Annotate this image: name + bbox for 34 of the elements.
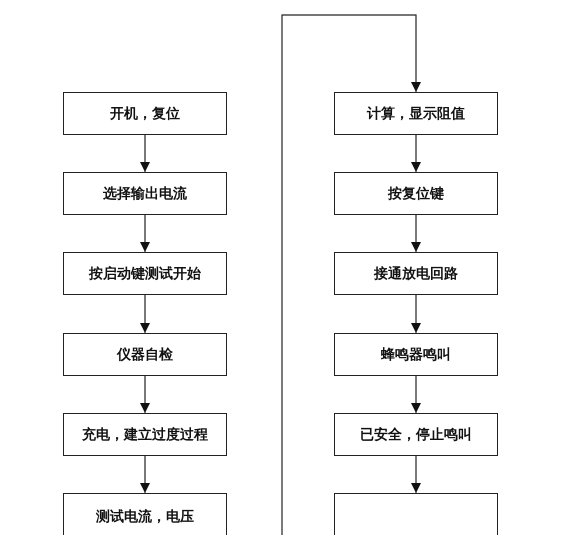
step-text: 开机，复位 <box>110 104 180 122</box>
step-text: 充电，建立过度过程 <box>82 426 208 444</box>
step-text: 按复位键 <box>388 184 444 202</box>
step-text: 按启动键测试开始 <box>89 264 201 282</box>
arrow <box>140 295 150 333</box>
process-box <box>63 333 227 376</box>
step-text: 测试电流，电压 <box>96 508 194 526</box>
arrow <box>411 456 421 493</box>
process-box <box>334 333 498 376</box>
arrow <box>140 215 150 252</box>
arrow <box>411 295 421 333</box>
process-box <box>334 252 498 295</box>
arrow <box>411 376 421 413</box>
arrow <box>140 135 150 172</box>
step-text: 选择输出电流 <box>103 184 187 202</box>
arrow <box>140 456 150 493</box>
step-text: 蜂鸣器鸣叫 <box>381 346 451 364</box>
step-text: 已安全，停止鸣叫 <box>360 426 472 444</box>
process-box <box>334 92 498 135</box>
step-text: 仪器自检 <box>117 346 173 364</box>
process-box <box>63 172 227 215</box>
process-box <box>334 172 498 215</box>
arrow <box>281 14 421 535</box>
arrow <box>411 135 421 172</box>
process-box <box>334 493 498 535</box>
process-box <box>63 92 227 135</box>
process-box <box>334 413 498 456</box>
arrow <box>140 376 150 413</box>
process-box <box>63 413 227 456</box>
process-box <box>63 252 227 295</box>
step-text: 接通放电回路 <box>374 264 458 282</box>
arrow <box>411 215 421 252</box>
process-box <box>63 493 227 535</box>
step-text: 计算，显示阻值 <box>367 104 465 122</box>
